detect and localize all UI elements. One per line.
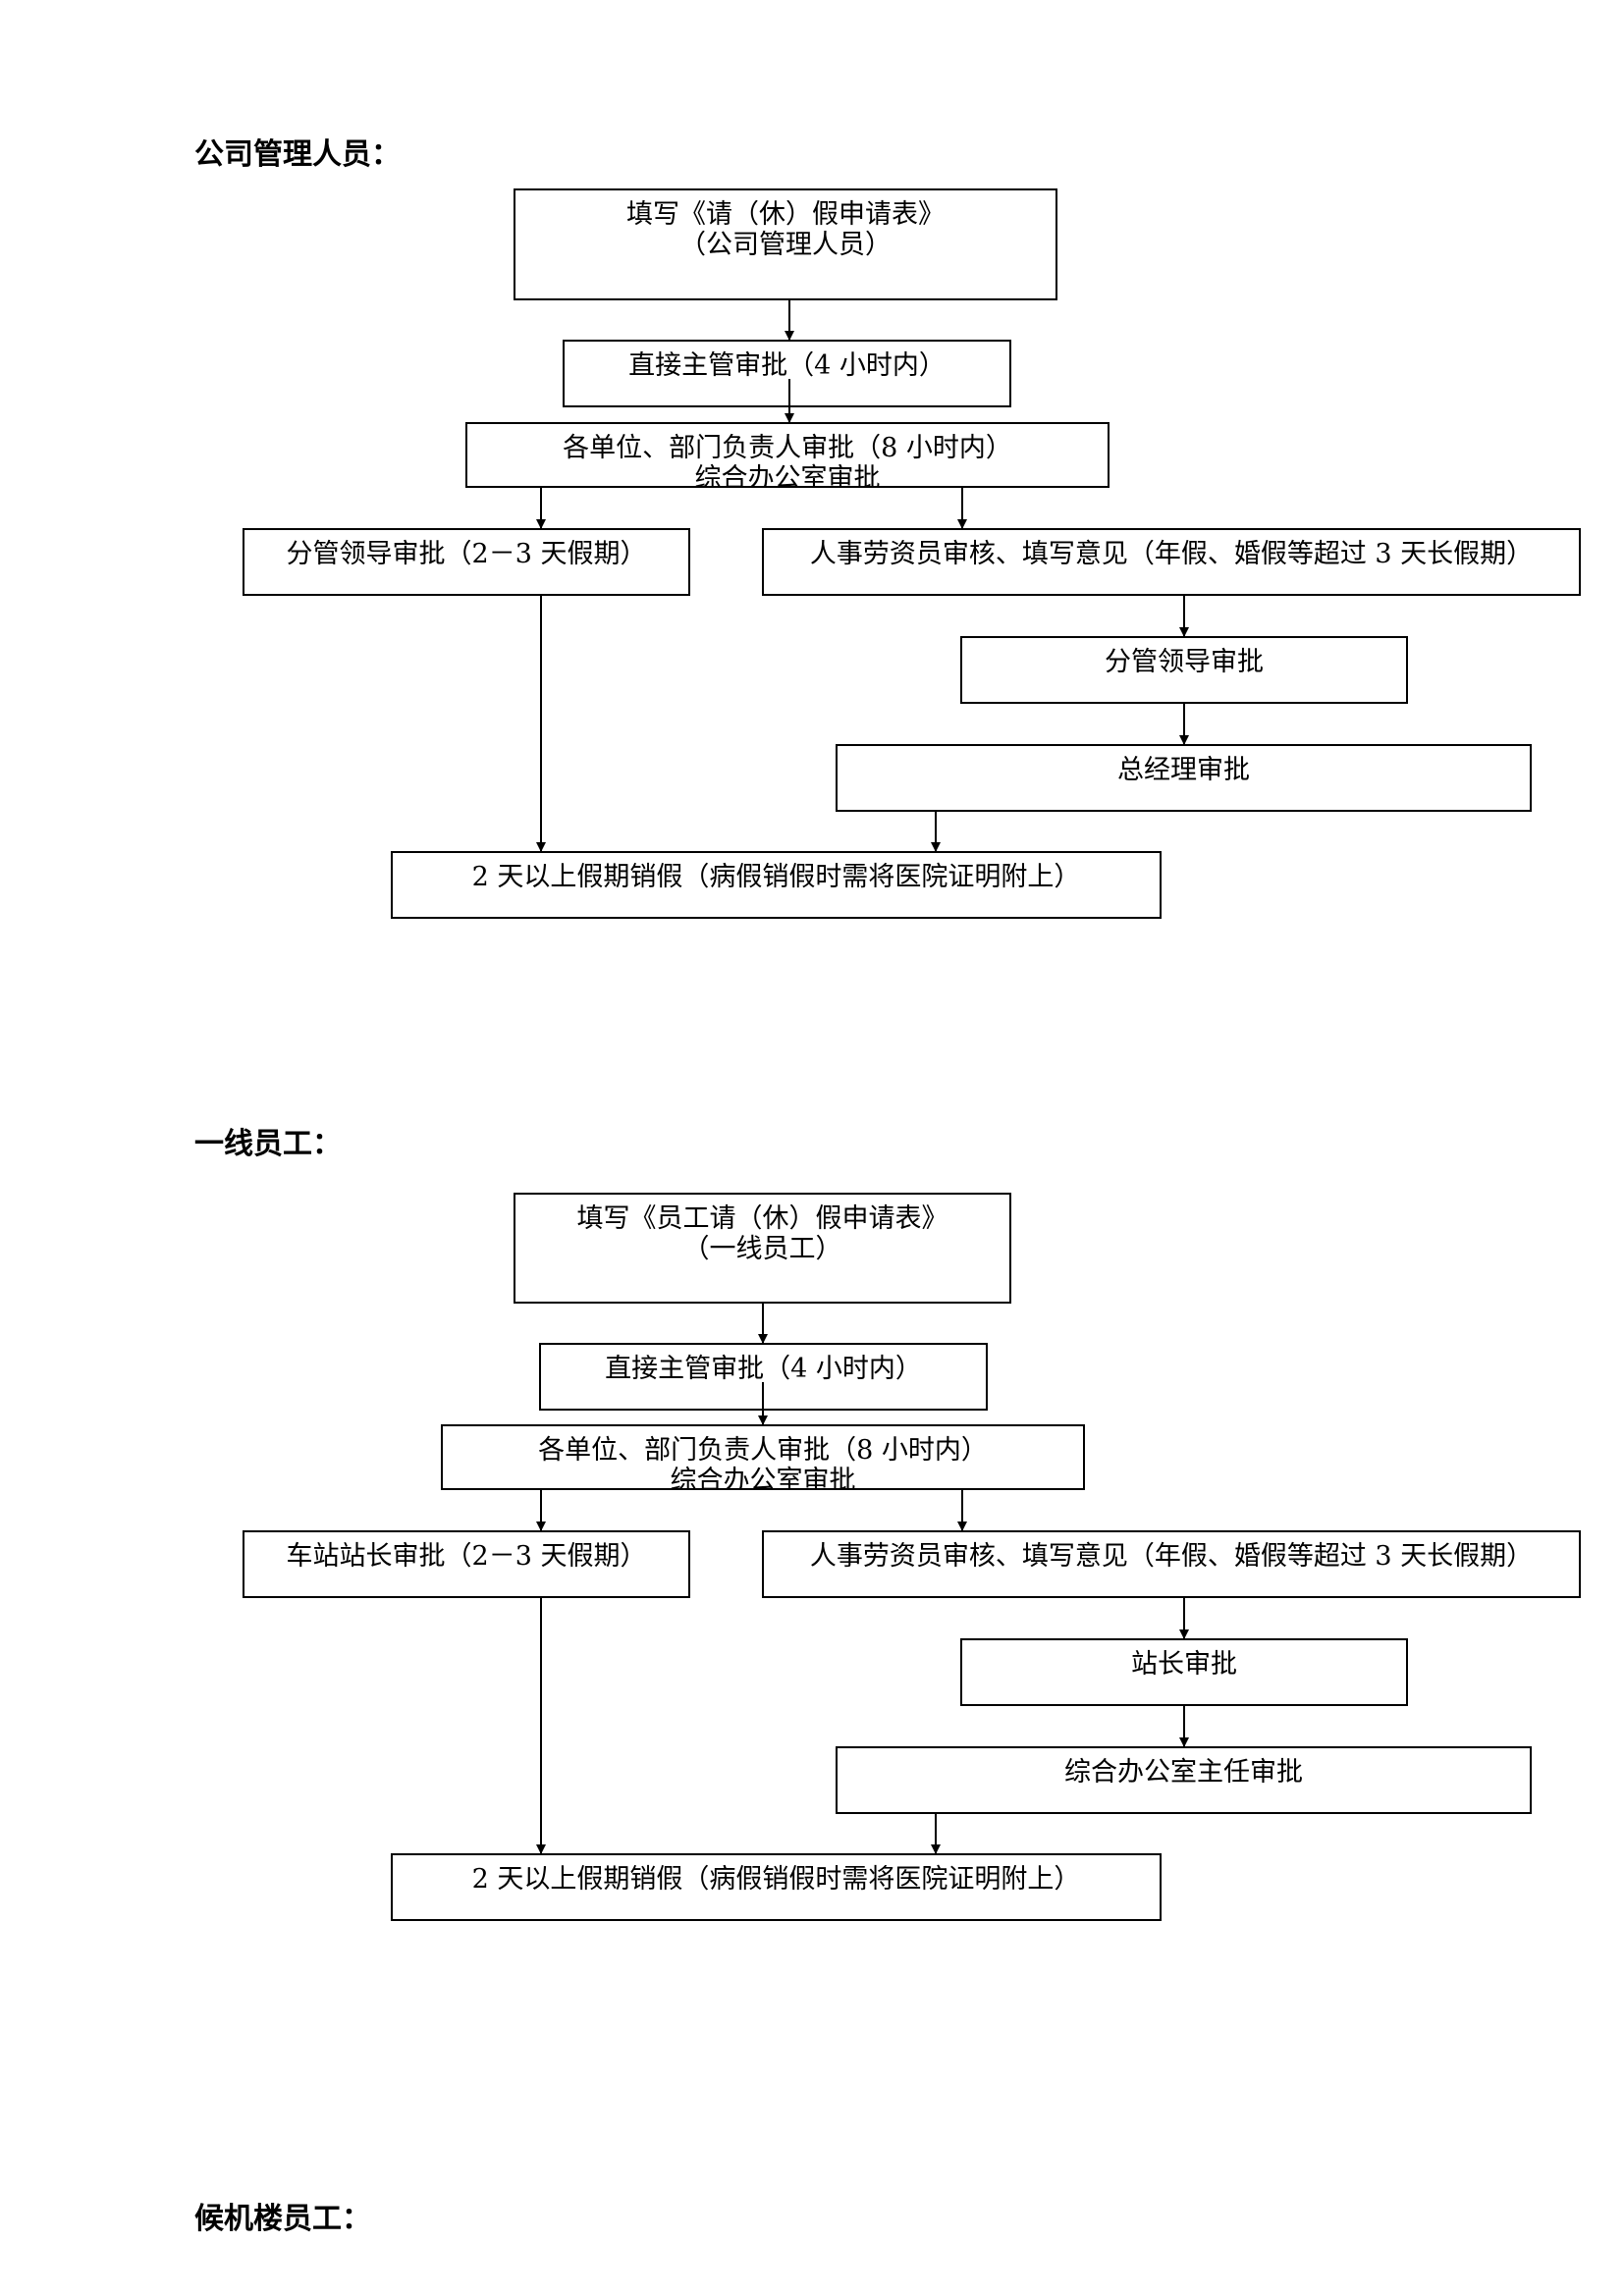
short-leave-approval-label: 分管领导审批（2－3 天假期） <box>286 539 647 569</box>
hr-review-box: 人事劳资员审核、填写意见（年假、婚假等超过 3 天长假期） <box>762 1530 1581 1598</box>
hr-review-box: 人事劳资员审核、填写意见（年假、婚假等超过 3 天长假期） <box>762 528 1581 596</box>
section-title-frontline: 一线员工： <box>194 1127 342 1161</box>
third-approval-box: 综合办公室主任审批 <box>836 1746 1532 1814</box>
cancel-leave-label: 2 天以上假期销假（病假销假时需将医院证明附上） <box>471 862 1081 892</box>
direct-supervisor-label: 直接主管审批（4 小时内） <box>605 1354 922 1384</box>
fill-form-sublabel: （公司管理人员） <box>679 230 892 260</box>
hr-review-label: 人事劳资员审核、填写意见（年假、婚假等超过 3 天长假期） <box>809 1541 1534 1572</box>
cancel-leave-box: 2 天以上假期销假（病假销假时需将医院证明附上） <box>391 851 1162 919</box>
dept-head-label: 各单位、部门负责人审批（8 小时内） <box>538 1435 988 1466</box>
second-approval-box: 站长审批 <box>960 1638 1408 1706</box>
third-approval-box: 总经理审批 <box>836 744 1532 812</box>
dept-head-label: 各单位、部门负责人审批（8 小时内） <box>563 433 1012 463</box>
third-approval-label: 总经理审批 <box>1117 755 1250 785</box>
second-approval-label: 站长审批 <box>1131 1649 1237 1680</box>
section-title-management: 公司管理人员： <box>194 137 401 172</box>
dept-head-box: 各单位、部门负责人审批（8 小时内） 综合办公室审批 <box>441 1424 1085 1490</box>
section-title-terminal: 候机楼员工： <box>194 2202 371 2236</box>
third-approval-label: 综合办公室主任审批 <box>1064 1757 1303 1788</box>
general-office-label: 综合办公室审批 <box>694 463 881 488</box>
fill-form-box: 填写《请（休）假申请表》 （公司管理人员） <box>514 188 1057 300</box>
direct-supervisor-box: 直接主管审批（4 小时内） <box>563 340 1011 407</box>
general-office-label: 综合办公室审批 <box>670 1466 856 1490</box>
fill-form-label: 填写《员工请（休）假申请表》 <box>576 1203 948 1234</box>
second-approval-box: 分管领导审批 <box>960 636 1408 704</box>
fill-form-label: 填写《请（休）假申请表》 <box>626 199 945 230</box>
second-approval-label: 分管领导审批 <box>1105 647 1264 677</box>
short-leave-approval-box: 分管领导审批（2－3 天假期） <box>243 528 690 596</box>
short-leave-approval-box: 车站站长审批（2－3 天假期） <box>243 1530 690 1598</box>
fill-form-box: 填写《员工请（休）假申请表》 （一线员工） <box>514 1193 1011 1304</box>
short-leave-approval-label: 车站站长审批（2－3 天假期） <box>286 1541 647 1572</box>
cancel-leave-box: 2 天以上假期销假（病假销假时需将医院证明附上） <box>391 1853 1162 1921</box>
hr-review-label: 人事劳资员审核、填写意见（年假、婚假等超过 3 天长假期） <box>809 539 1534 569</box>
cancel-leave-label: 2 天以上假期销假（病假销假时需将医院证明附上） <box>471 1864 1081 1895</box>
fill-form-sublabel: （一线员工） <box>682 1234 842 1264</box>
direct-supervisor-box: 直接主管审批（4 小时内） <box>539 1343 988 1411</box>
dept-head-box: 各单位、部门负责人审批（8 小时内） 综合办公室审批 <box>465 422 1110 488</box>
direct-supervisor-label: 直接主管审批（4 小时内） <box>628 350 946 381</box>
